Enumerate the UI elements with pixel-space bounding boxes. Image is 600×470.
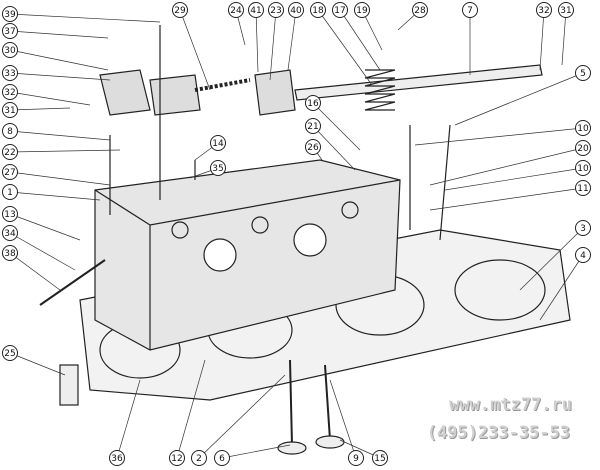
- leader-line: [561, 9, 567, 66]
- leader-line: [9, 171, 111, 186]
- callout-3: 3: [575, 220, 591, 236]
- leader-line: [339, 9, 381, 71]
- callout-32: 32: [2, 84, 18, 100]
- leader-line: [539, 9, 545, 71]
- callout-20: 20: [575, 140, 591, 156]
- leader-line: [9, 213, 81, 241]
- callout-6: 6: [214, 450, 230, 466]
- callout-7: 7: [462, 2, 478, 18]
- leader-line: [198, 374, 286, 459]
- callout-13: 13: [2, 206, 18, 222]
- rocker-shaft: [294, 64, 543, 101]
- callout-31: 31: [2, 102, 18, 118]
- leader-line: [312, 125, 356, 171]
- leader-line: [9, 13, 161, 23]
- leader-line: [287, 9, 297, 71]
- callout-26: 26: [305, 139, 321, 155]
- leader-line: [179, 9, 211, 91]
- head-gasket: [79, 229, 571, 401]
- leader-line: [429, 187, 584, 211]
- leader-line: [255, 9, 259, 73]
- callout-25: 25: [2, 345, 18, 361]
- callout-21: 21: [305, 118, 321, 134]
- callout-27: 27: [2, 164, 18, 180]
- leader-line: [9, 72, 111, 81]
- callout-17: 17: [332, 2, 348, 18]
- leader-line: [9, 30, 109, 39]
- callout-28: 28: [412, 2, 428, 18]
- watermark-phone: (495)233-35-53: [426, 423, 570, 443]
- leader-line: [9, 191, 101, 201]
- callout-40: 40: [288, 2, 304, 18]
- callout-34: 34: [2, 225, 18, 241]
- leader-line: [176, 359, 206, 459]
- callout-10: 10: [575, 120, 591, 136]
- callout-11: 11: [575, 180, 591, 196]
- callout-38: 38: [2, 245, 18, 261]
- leader-line: [221, 444, 291, 459]
- callout-2: 2: [191, 450, 207, 466]
- callout-4: 4: [575, 247, 591, 263]
- callout-5: 5: [575, 65, 591, 81]
- callout-36: 36: [109, 450, 125, 466]
- leader-line: [9, 91, 91, 106]
- leader-line: [312, 102, 361, 151]
- callout-18: 18: [310, 2, 326, 18]
- leader-line: [539, 254, 584, 321]
- callout-31: 31: [558, 2, 574, 18]
- callout-12: 12: [169, 450, 185, 466]
- callout-37: 37: [2, 23, 18, 39]
- leader-line: [519, 227, 584, 291]
- callout-16: 16: [305, 95, 321, 111]
- leader-line: [454, 72, 584, 126]
- leader-line: [9, 107, 71, 111]
- leader-line: [269, 9, 277, 81]
- callout-33: 33: [2, 65, 18, 81]
- callout-10: 10: [575, 160, 591, 176]
- callout-35: 35: [210, 160, 226, 176]
- callout-19: 19: [354, 2, 370, 18]
- callout-1: 1: [2, 184, 18, 200]
- leader-line: [9, 49, 109, 71]
- leader-line: [414, 127, 584, 146]
- leader-line: [429, 147, 584, 186]
- callout-32: 32: [536, 2, 552, 18]
- leader-line: [116, 379, 141, 459]
- callout-23: 23: [268, 2, 284, 18]
- leader-line: [444, 167, 584, 191]
- callout-41: 41: [248, 2, 264, 18]
- leader-line: [9, 352, 66, 376]
- callout-15: 15: [372, 450, 388, 466]
- callout-24: 24: [228, 2, 244, 18]
- leader-line: [9, 149, 121, 153]
- leader-line: [9, 252, 61, 291]
- callout-9: 9: [348, 450, 364, 466]
- leader-line: [317, 9, 373, 86]
- callout-29: 29: [172, 2, 188, 18]
- leader-line: [9, 232, 76, 271]
- leader-line: [9, 130, 111, 141]
- cylinder-head: [94, 159, 401, 351]
- watermark-url: www.mtz77.ru: [449, 395, 572, 415]
- callout-22: 22: [2, 144, 18, 160]
- callout-30: 30: [2, 42, 18, 58]
- callout-8: 8: [2, 123, 18, 139]
- callout-39: 39: [2, 6, 18, 22]
- callout-14: 14: [210, 135, 226, 151]
